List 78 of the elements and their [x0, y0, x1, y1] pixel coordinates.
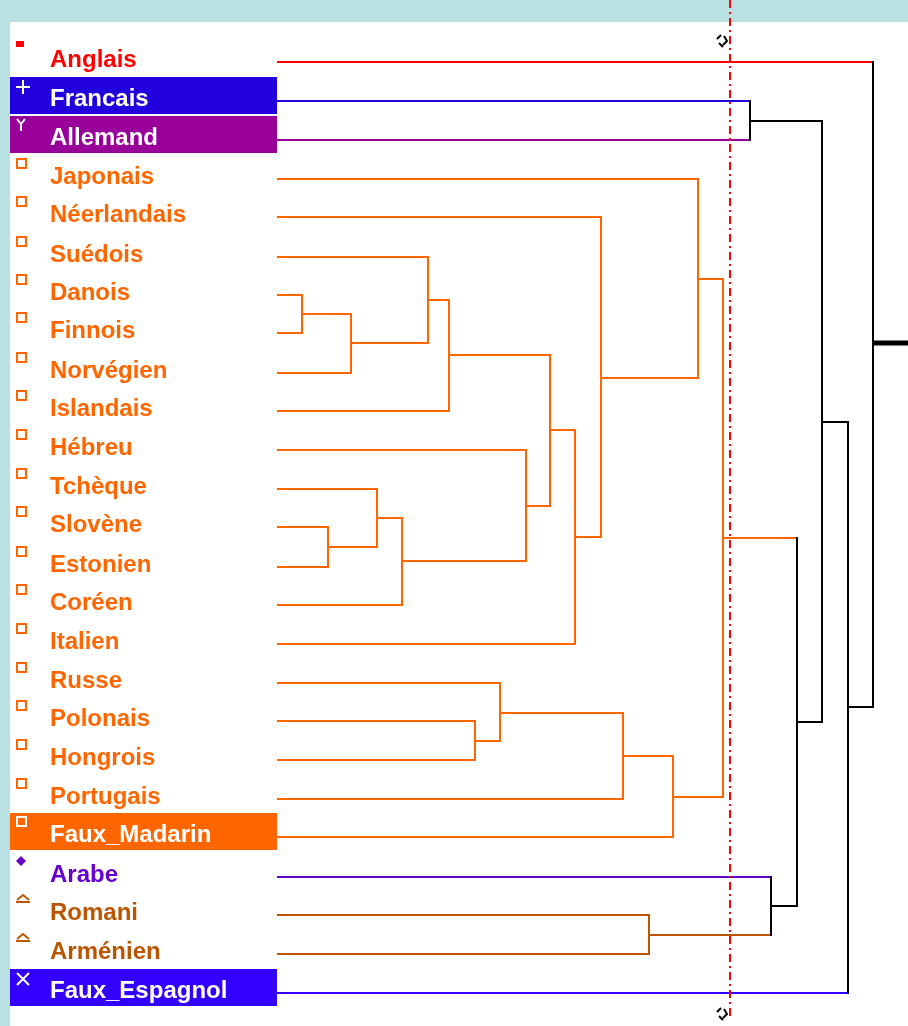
- dendrogram-link: [276, 720, 475, 722]
- dendrogram-link: [276, 798, 623, 800]
- dendrogram-link: [276, 604, 402, 606]
- dendrogram-link: [499, 712, 623, 714]
- dendrogram-link: [276, 372, 351, 374]
- dendrogram-link: [276, 294, 302, 296]
- language-name: Arabe: [50, 859, 119, 889]
- dendrogram-link: [276, 216, 601, 218]
- dendrogram-link: [847, 706, 873, 708]
- dendrogram-link: [622, 755, 673, 757]
- language-name: Japonais: [50, 161, 155, 191]
- dendrogram-link: [276, 836, 673, 838]
- dendrogram-link: [376, 517, 402, 519]
- language-name: Slovène: [50, 509, 143, 539]
- dendrogram-link: [821, 421, 848, 423]
- language-name: Anglais: [50, 44, 137, 74]
- language-name: Islandais: [50, 393, 153, 423]
- language-name: Tchèque: [50, 471, 147, 501]
- language-name: Russe: [50, 665, 123, 695]
- dendrogram-link: [276, 876, 771, 878]
- language-name: Estonien: [50, 549, 152, 579]
- language-name: Suédois: [50, 239, 144, 269]
- dendrogram-link: [276, 410, 449, 412]
- language-name: Néerlandais: [50, 199, 187, 229]
- dendrogram-link: [549, 429, 575, 431]
- language-name: Norvégien: [50, 355, 168, 385]
- language-name: Hébreu: [50, 432, 133, 462]
- dendrogram-link: [276, 178, 698, 180]
- dendrogram-link: [525, 505, 550, 507]
- dendrogram-link: [276, 643, 575, 645]
- dendrogram-link: [276, 992, 848, 994]
- dendrogram-link: [749, 120, 822, 122]
- dendrogram-link: [600, 377, 698, 379]
- dendrogram-link: [474, 740, 500, 742]
- language-name: Polonais: [50, 703, 151, 733]
- dendrogram-link: [276, 100, 750, 102]
- highlighted-leaf-label: [10, 969, 277, 1006]
- highlighted-leaf-label: [10, 813, 277, 850]
- dendrogram-link: [276, 61, 873, 63]
- language-name: Finnois: [50, 315, 136, 345]
- dendrogram-link: [448, 354, 550, 356]
- language-name: Danois: [50, 277, 130, 307]
- dendrogram-link: [574, 536, 601, 538]
- highlighted-leaf-label: [10, 116, 277, 153]
- dendrogram-link: [276, 332, 302, 334]
- language-name: Romani: [50, 897, 138, 927]
- language-name: Coréen: [50, 587, 133, 617]
- dendrogram-link: [648, 934, 771, 936]
- dendrogram-link: [276, 488, 377, 490]
- dendrogram-link: [873, 340, 908, 346]
- language-name: Arménien: [50, 936, 161, 966]
- dendrogram-link: [276, 759, 475, 761]
- dendrogram-link: [276, 256, 428, 258]
- dendrogram-link: [672, 796, 723, 798]
- dendrogram-link: [401, 560, 526, 562]
- dendrogram-link: [276, 682, 500, 684]
- dendrogram-link: [276, 139, 750, 141]
- dendrogram-link: [276, 914, 649, 916]
- dendrogram-link: [427, 299, 449, 301]
- dendrogram-link: [770, 905, 797, 907]
- language-name: Faux_Madarin: [50, 819, 212, 849]
- language-name: Hongrois: [50, 742, 156, 772]
- language-name: Faux_Espagnol: [50, 975, 228, 1005]
- dendrogram-link: [276, 953, 649, 955]
- dendrogram-link: [697, 278, 723, 280]
- dendrogram-link: [327, 546, 377, 548]
- dendrogram-link: [796, 721, 822, 723]
- language-name: Italien: [50, 626, 120, 656]
- highlighted-leaf-label: [10, 77, 277, 114]
- language-name: Francais: [50, 83, 149, 113]
- dendrogram-link: [350, 342, 428, 344]
- dendrogram-link: [301, 313, 351, 315]
- dendrogram-link: [276, 566, 328, 568]
- language-name: Allemand: [50, 122, 159, 152]
- dendrogram-link: [276, 449, 526, 451]
- dendrogram-link: [276, 526, 328, 528]
- language-name: Portugais: [50, 781, 161, 811]
- dendrogram-link: [722, 537, 797, 539]
